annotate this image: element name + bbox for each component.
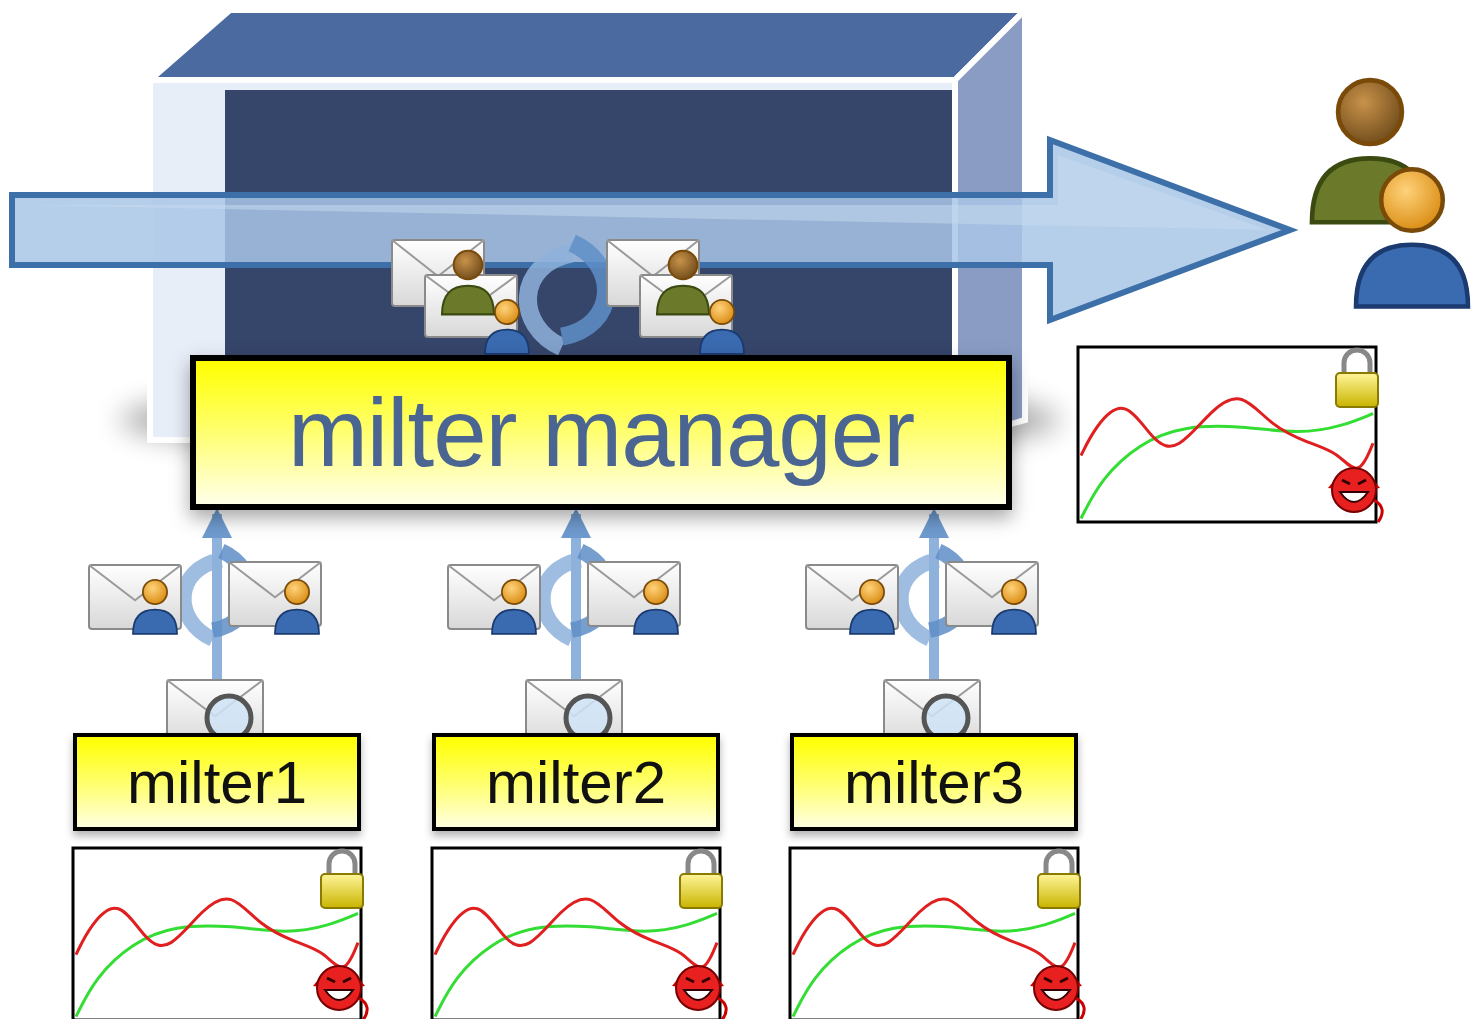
person-icon: [1356, 169, 1468, 306]
person-icon: [133, 580, 177, 634]
milter-label: milter1: [127, 748, 307, 817]
person-icon: [634, 580, 678, 634]
status-chart: [73, 848, 367, 1019]
person-icon: [992, 580, 1036, 634]
manager-box: milter manager: [190, 355, 1012, 510]
milter-label: milter2: [486, 748, 666, 817]
person-icon: [485, 300, 529, 354]
status-chart: [432, 848, 726, 1019]
milter-box: milter3: [790, 733, 1078, 831]
person-icon: [442, 251, 494, 315]
person-icon: [492, 580, 536, 634]
person-icon: [275, 580, 319, 634]
person-icon: [657, 251, 709, 315]
milter-box: milter2: [432, 733, 720, 831]
status-chart: [790, 848, 1084, 1019]
status-chart: [1078, 347, 1382, 522]
manager-label: milter manager: [288, 378, 914, 488]
person-icon: [850, 580, 894, 634]
person-icon: [700, 300, 744, 354]
milter-label: milter3: [844, 748, 1024, 817]
milter-box: milter1: [73, 733, 361, 831]
exchange-arrows: [528, 243, 606, 347]
